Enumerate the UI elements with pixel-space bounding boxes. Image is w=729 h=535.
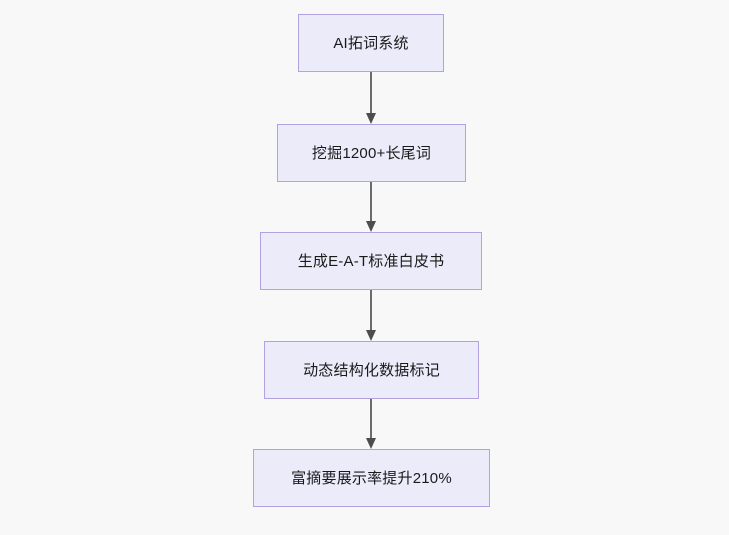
flow-node-label: AI拓词系统 <box>333 34 409 52</box>
flow-node-label: 富摘要展示率提升210% <box>291 469 452 487</box>
flow-node-generate-eat-whitepaper[interactable]: 生成E-A-T标准白皮书 <box>260 232 482 290</box>
edge-n1-n2 <box>366 72 376 124</box>
flow-node-dynamic-structured-data-markup[interactable]: 动态结构化数据标记 <box>264 341 479 399</box>
edge-n4-n5 <box>366 399 376 449</box>
flow-node-label: 挖掘1200+长尾词 <box>311 144 432 162</box>
flow-node-rich-snippet-rate-increase[interactable]: 富摘要展示率提升210% <box>253 449 490 507</box>
flow-node-label: 动态结构化数据标记 <box>303 361 440 379</box>
flow-node-mine-longtail-keywords[interactable]: 挖掘1200+长尾词 <box>277 124 466 182</box>
flow-node-ai-keyword-system[interactable]: AI拓词系统 <box>298 14 444 72</box>
edge-n2-n3 <box>366 182 376 232</box>
flow-node-label: 生成E-A-T标准白皮书 <box>297 252 445 270</box>
edge-n3-n4 <box>366 290 376 341</box>
